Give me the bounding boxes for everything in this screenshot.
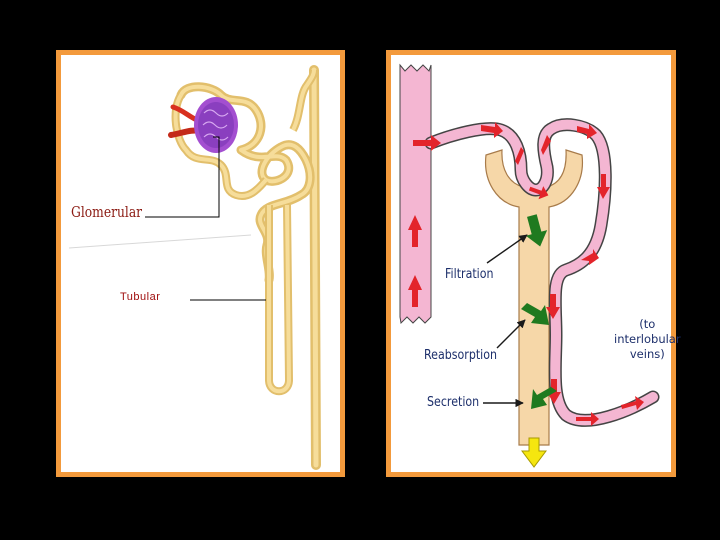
transport-arrows [521, 214, 557, 409]
nephron-anatomy-panel: Glomerular Tubular [56, 50, 345, 477]
reabsorption-label: Reabsorption [424, 348, 498, 363]
secretion-label: Secretion [427, 395, 480, 410]
veins-label-line-2: interlobular [614, 332, 681, 346]
veins-label-line-1: (to [639, 317, 656, 331]
urine-flow-arrow [521, 437, 547, 468]
glomerular-label: Glomerular [71, 203, 143, 221]
nephron-illustration [68, 65, 321, 470]
interlobular-veins-label: (to interlobular veins) [614, 317, 681, 362]
filtration-label: Filtration [445, 267, 494, 282]
blood-flow-arrows [408, 122, 644, 426]
veins-label-line-3: veins) [629, 347, 665, 361]
nephron-process-panel: Filtration Reabsorption Secretion (to in… [386, 50, 681, 477]
tubular-label: Tubular [120, 291, 161, 303]
nephron-process-diagram [399, 63, 660, 468]
